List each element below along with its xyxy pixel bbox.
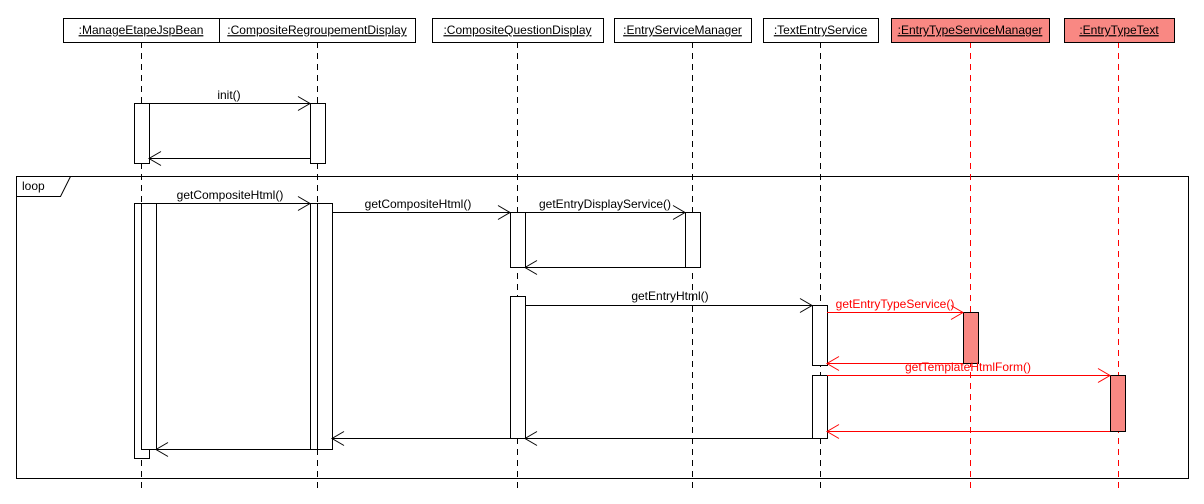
message-msg-get-composite-html-1-return [155,442,310,457]
message-arrowhead [826,356,840,371]
lifeline-name: :CompositeQuestionDisplay [443,23,591,37]
lifeline-name: :TextEntryService [774,23,868,37]
lifeline-name: :EntryServiceManager [623,23,742,37]
message-arrowhead [826,424,840,439]
lifeline-box [614,18,752,43]
message-label: getEntryTypeService() [836,297,955,311]
lifeline-box [763,18,879,43]
lifeline-header-entry-type-text[interactable]: :EntryTypeText [1064,18,1175,43]
message-msg-get-entry-html: getEntryHtml() [525,289,813,313]
message-label: getTemplateHtmlForm() [905,360,1031,374]
lifeline-box [432,18,604,43]
message-arrowhead [155,442,169,457]
lifeline-box [63,18,220,43]
lifeline-name: :EntryTypeText [1079,23,1159,37]
lifeline-header-layer: :ManageEtapeJspBean :CompositeRegroupemen… [63,18,1175,43]
message-msg-get-entry-display-service-return [524,260,685,275]
message-arrowhead [148,151,162,166]
fragment-tag-shape [16,176,72,197]
message-arrowhead [950,305,964,320]
message-msg-get-entry-type-service-return [826,356,963,371]
message-label: init() [217,88,240,102]
message-arrowhead [331,431,345,446]
fragment-layer: loop [16,176,1189,479]
message-arrowhead [672,205,686,220]
message-layer: init() getCompositeHtml() getCompositeHtml… [148,88,1111,457]
activation-bar-act-entry-service-manager [685,212,701,268]
fragment-border [16,176,1189,479]
message-arrowhead [799,298,813,313]
message-msg-get-template-html-form-return [826,424,1110,439]
message-arrowhead [1097,368,1111,383]
lifeline-header-composite-regroupement-display[interactable]: :CompositeRegroupementDisplay [219,18,416,43]
message-msg-get-composite-html-1: getCompositeHtml() [156,188,311,211]
lifeline-header-composite-question-display[interactable]: :CompositeQuestionDisplay [432,18,604,43]
lifeline-header-manage-etape-jsp-bean[interactable]: :ManageEtapeJspBean [63,18,220,43]
activation-bar-act-question-get-entry-html [510,296,526,439]
combined-fragment-loop: loop [16,176,1189,479]
message-msg-get-entry-display-service: getEntryDisplayService() [525,197,686,220]
activation-bar-act-text-entry-second [812,375,828,439]
activation-bar-act-text-entry-first [812,305,828,366]
lifeline-header-entry-service-manager[interactable]: :EntryServiceManager [614,18,752,43]
lifeline-name: :EntryTypeServiceManager [898,23,1043,37]
lifeline-box [1064,18,1175,43]
message-arrowhead [524,260,538,275]
message-arrowhead [524,431,538,446]
lifeline-name: :ManageEtapeJspBean [79,23,204,37]
message-msg-get-composite-html-2: getCompositeHtml() [332,197,511,220]
message-arrowhead [297,196,311,211]
message-msg-get-template-html-form: getTemplateHtmlForm() [827,360,1111,383]
message-msg-get-composite-html-2-return [331,431,510,446]
message-msg-init-return [148,151,310,166]
lifeline-name: :CompositeRegroupementDisplay [227,23,406,37]
lifeline-box [219,18,416,43]
message-msg-get-entry-html-return [524,431,812,446]
activation-bar-act-manage-loop-inner [141,203,157,450]
activation-bar-act-regroupement-init [310,103,326,164]
message-arrowhead [297,96,311,111]
message-msg-get-entry-type-service: getEntryTypeService() [827,297,964,320]
message-arrowhead [497,205,511,220]
lifeline-header-text-entry-service[interactable]: :TextEntryService [763,18,879,43]
lifeline-box [891,18,1050,43]
activation-bar-act-regroupement-loop-inner [317,203,333,450]
lifeline-header-entry-type-service-manager[interactable]: :EntryTypeServiceManager [891,18,1050,43]
activation-bar-act-entry-type-text [1110,375,1126,432]
message-label: getCompositeHtml() [177,188,284,202]
activation-bar-act-manage-init [134,103,150,164]
message-label: getEntryDisplayService() [539,197,671,211]
activation-layer [134,103,1126,459]
fragment-operator-label: loop [22,179,45,193]
message-label: getEntryHtml() [631,289,708,303]
activation-bar-act-entry-type-service-manager [963,312,979,364]
message-label: getCompositeHtml() [365,197,472,211]
activation-bar-act-question-get-entry-display [510,212,526,268]
message-msg-init: init() [149,88,311,111]
